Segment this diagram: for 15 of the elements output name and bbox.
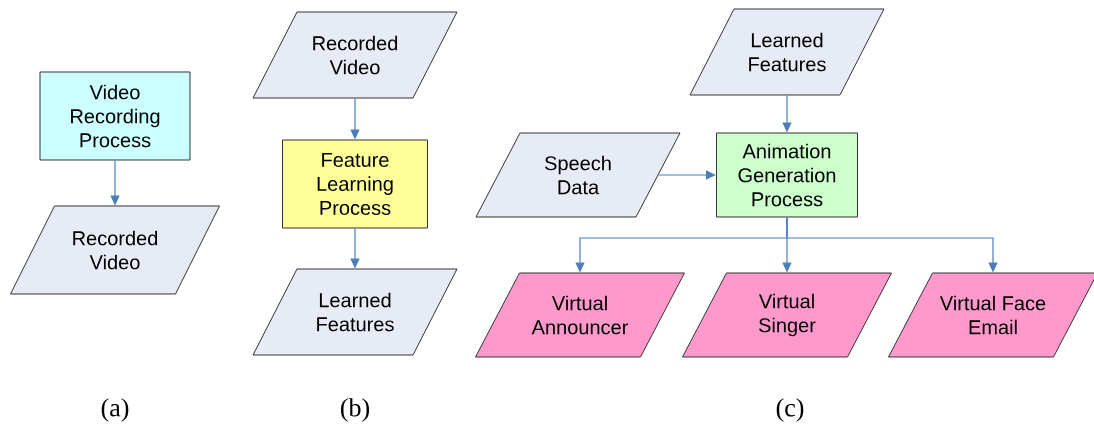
data-parallelogram: Virtual Face Email — [888, 272, 1094, 358]
data-parallelogram: Recorded Video — [10, 205, 220, 295]
process-box: Feature Learning Process — [282, 139, 428, 229]
arrow — [657, 170, 716, 180]
data-parallelogram: Learned Features — [252, 268, 458, 356]
data-parallelogram: Speech Data — [475, 132, 681, 218]
panel-label: (c) — [776, 398, 804, 422]
data-parallelogram: Virtual Announcer — [475, 272, 685, 358]
panel-label: (a) — [101, 398, 129, 422]
data-parallelogram: Learned Features — [689, 8, 885, 96]
data-parallelogram: Recorded Video — [252, 11, 458, 99]
process-box: Video Recording Process — [39, 71, 191, 161]
panel-label: (b) — [341, 398, 370, 422]
data-parallelogram: Virtual Singer — [682, 272, 892, 358]
process-box: Animation Generation Process — [716, 132, 858, 218]
